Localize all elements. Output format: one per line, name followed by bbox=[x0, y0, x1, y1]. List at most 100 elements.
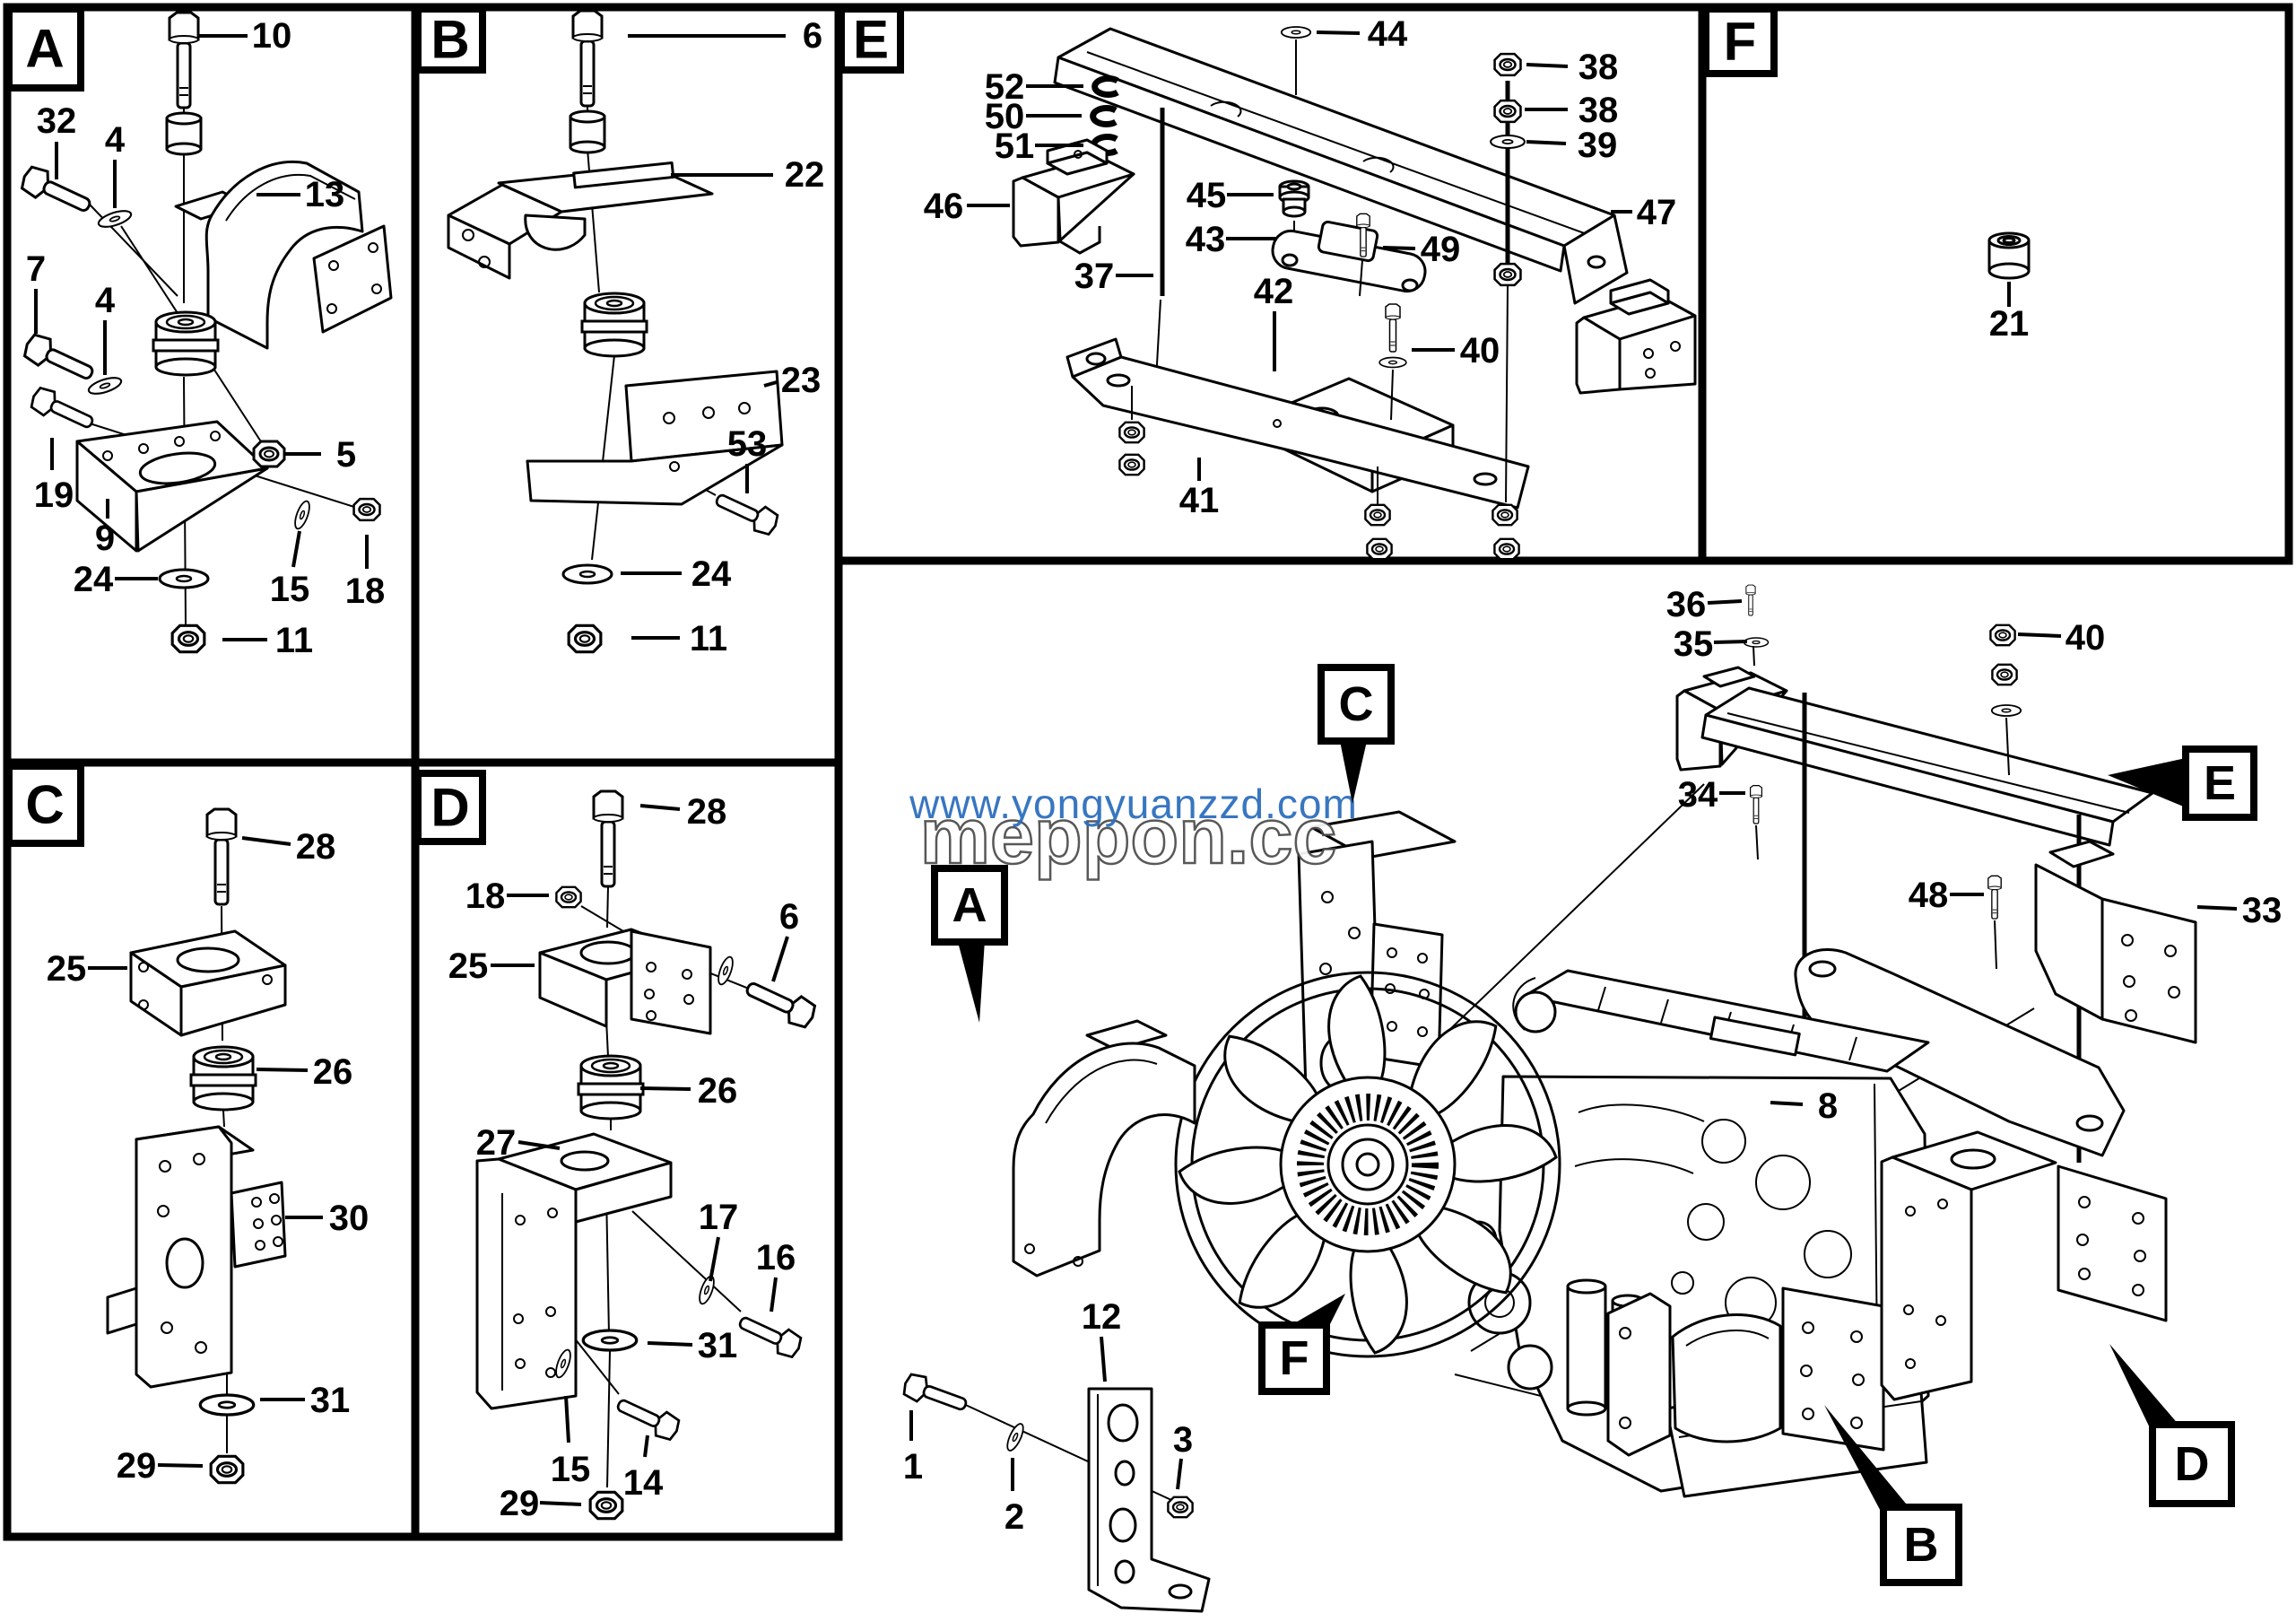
washer-24b bbox=[561, 563, 613, 585]
nut-3 bbox=[1167, 1496, 1194, 1519]
nut-40a bbox=[1989, 624, 2016, 647]
leader-line-14 bbox=[643, 1435, 649, 1458]
callout-pointer-A bbox=[958, 940, 985, 1023]
part-label-22: 22 bbox=[785, 155, 825, 195]
bracket-46 bbox=[1012, 138, 1135, 255]
bolt-6b bbox=[571, 9, 604, 108]
callout-letter-E: E bbox=[2204, 756, 2236, 810]
leader-line-31 bbox=[647, 1341, 693, 1347]
leader-line-33 bbox=[2196, 905, 2238, 911]
part-label-25: 25 bbox=[47, 949, 87, 989]
part-label-40: 40 bbox=[2066, 618, 2106, 658]
panel-header-letter-A: A bbox=[25, 19, 64, 79]
part-label-31: 31 bbox=[310, 1381, 351, 1420]
callout-pointer-B bbox=[1824, 1405, 1910, 1520]
part-label-26: 26 bbox=[698, 1071, 738, 1111]
washer-2 bbox=[1003, 1420, 1028, 1454]
part-label-39: 39 bbox=[1578, 126, 1618, 165]
panel-header-letter-E: E bbox=[853, 10, 889, 70]
leader-line-35 bbox=[1713, 640, 1748, 644]
callout-box-F bbox=[1258, 1321, 1330, 1395]
washer-40m bbox=[1990, 704, 2022, 717]
bolt-53 bbox=[710, 485, 782, 539]
part-label-18: 18 bbox=[345, 571, 386, 611]
part-label-3: 3 bbox=[1173, 1420, 1193, 1460]
bolt-6d bbox=[740, 972, 820, 1033]
leader-line-26 bbox=[256, 1068, 309, 1072]
part-label-32: 32 bbox=[37, 101, 77, 141]
leader-line-23 bbox=[763, 380, 778, 388]
part-label-48: 48 bbox=[1909, 876, 1949, 915]
part-label-38: 38 bbox=[1578, 91, 1619, 130]
bolt-16 bbox=[734, 1308, 805, 1362]
bracket-30 bbox=[106, 1125, 287, 1389]
leader-line-28 bbox=[241, 836, 291, 846]
part-label-43: 43 bbox=[1186, 220, 1226, 259]
callout-box-C bbox=[1318, 664, 1395, 745]
part-label-37: 37 bbox=[1074, 257, 1115, 296]
part-label-13: 13 bbox=[305, 175, 345, 214]
washer-35 bbox=[1743, 637, 1770, 648]
leader-line-12 bbox=[1100, 1336, 1107, 1382]
part-label-42: 42 bbox=[1254, 272, 1294, 311]
bolt-28d bbox=[592, 789, 624, 888]
part-label-23: 23 bbox=[781, 361, 822, 400]
clip-50 bbox=[1093, 109, 1116, 125]
nut-18a bbox=[352, 497, 381, 522]
part-label-35: 35 bbox=[1674, 624, 1714, 664]
part-label-7: 7 bbox=[26, 249, 46, 289]
callout-box-B bbox=[1880, 1504, 1962, 1586]
leader-line-40 bbox=[2017, 632, 2062, 638]
part-label-26: 26 bbox=[313, 1052, 353, 1092]
leader-line-27 bbox=[517, 1140, 561, 1150]
bolt-7 bbox=[20, 329, 100, 389]
e-assembly-main bbox=[1675, 584, 2197, 1163]
washer-39 bbox=[1490, 134, 1526, 150]
leader-line-36 bbox=[1707, 599, 1743, 605]
part-label-25: 25 bbox=[448, 946, 489, 986]
bracket-b-main bbox=[1606, 1286, 1885, 1457]
leader-line-17 bbox=[709, 1236, 720, 1282]
callout-box-A bbox=[931, 865, 1008, 946]
callout-letter-A: A bbox=[952, 878, 987, 932]
nut-29d bbox=[588, 1490, 624, 1521]
leader-line-16 bbox=[770, 1277, 778, 1312]
mount-cushion-c bbox=[189, 1045, 257, 1112]
callout-pointer-E bbox=[2108, 758, 2186, 807]
nut-e3 bbox=[1364, 503, 1391, 527]
bolt-34 bbox=[1749, 784, 1763, 824]
part-label-31: 31 bbox=[698, 1326, 738, 1365]
mount-cushion-b bbox=[580, 292, 648, 358]
panel-e-artwork bbox=[1012, 26, 1697, 561]
part-label-53: 53 bbox=[727, 424, 768, 464]
part-label-8: 8 bbox=[1818, 1086, 1838, 1126]
bolt-10 bbox=[168, 11, 200, 109]
part-label-17: 17 bbox=[699, 1198, 739, 1237]
bolt-48 bbox=[1987, 875, 2002, 920]
part-label-4: 4 bbox=[95, 281, 116, 320]
part-label-24: 24 bbox=[74, 560, 114, 599]
leader-line-29 bbox=[157, 1463, 204, 1468]
mount-cushion-a bbox=[152, 310, 220, 377]
bolt-14 bbox=[612, 1391, 683, 1444]
panel-header-box-D bbox=[414, 770, 486, 845]
bracket-25-d bbox=[538, 928, 712, 1035]
callout-letter-C: C bbox=[1339, 677, 1374, 731]
part-label-41: 41 bbox=[1179, 481, 1220, 520]
bracket-c-main bbox=[1297, 810, 1457, 1170]
part-label-11: 11 bbox=[690, 619, 727, 658]
bracket-12 bbox=[1087, 1387, 1211, 1613]
panel-c-artwork bbox=[106, 807, 287, 1485]
part-label-18: 18 bbox=[465, 876, 506, 916]
bracket-a-main bbox=[1012, 1019, 1196, 1278]
part-label-28: 28 bbox=[296, 827, 336, 867]
bolt-28c bbox=[205, 807, 238, 906]
leader-line-49 bbox=[1382, 246, 1416, 250]
washer-4a bbox=[95, 206, 135, 231]
part-label-29: 29 bbox=[117, 1446, 157, 1486]
callout-letter-B: B bbox=[1904, 1518, 1939, 1572]
panel-header-letter-B: B bbox=[430, 10, 469, 70]
panel-header-box-E bbox=[838, 5, 904, 74]
part-label-5: 5 bbox=[336, 435, 356, 475]
